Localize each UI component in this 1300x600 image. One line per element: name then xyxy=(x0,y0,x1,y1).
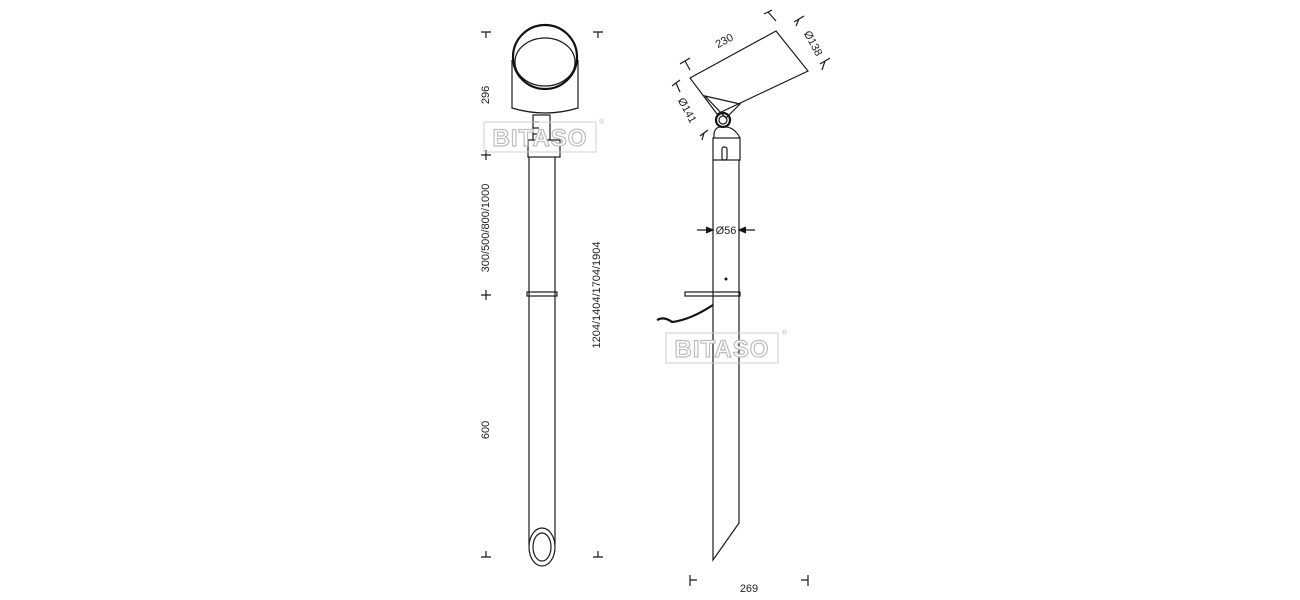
dim-total-heights: 1204/1404/1704/1904 xyxy=(591,241,603,348)
pole-front xyxy=(526,157,558,567)
svg-text:®: ® xyxy=(599,118,605,126)
dim-spike-length: 600 xyxy=(480,421,492,439)
front-view: 296 300/500/800/1000 600 1204/1404/1704/… xyxy=(480,23,603,567)
watermark-logo: BITASO xyxy=(675,336,770,363)
dim-overall-width: 269 xyxy=(740,583,758,595)
width-dimension-ticks xyxy=(689,575,809,586)
side-view: 230 Ø138 Ø141 Ø56 269 xyxy=(656,9,831,595)
dim-extension-lengths: 300/500/800/1000 xyxy=(480,184,492,273)
watermark-logo: BITASO xyxy=(493,125,588,152)
dim-head-diameter-rear: Ø141 xyxy=(675,96,698,125)
dim-head-height: 296 xyxy=(480,86,492,104)
dim-pole-diameter: Ø56 xyxy=(716,225,737,237)
watermark-2: BITASO ® xyxy=(665,329,788,364)
dim-head-diameter-front: Ø138 xyxy=(801,29,824,58)
spotlight-head-side xyxy=(689,30,809,139)
svg-text:®: ® xyxy=(782,329,788,337)
side-dimension-marks xyxy=(671,9,831,141)
dim-head-length: 230 xyxy=(714,32,736,51)
front-dimension-ticks xyxy=(481,31,603,558)
watermark-1: BITASO ® xyxy=(483,118,605,153)
pole-side xyxy=(656,137,741,562)
pole-diameter-dimension xyxy=(697,226,755,234)
